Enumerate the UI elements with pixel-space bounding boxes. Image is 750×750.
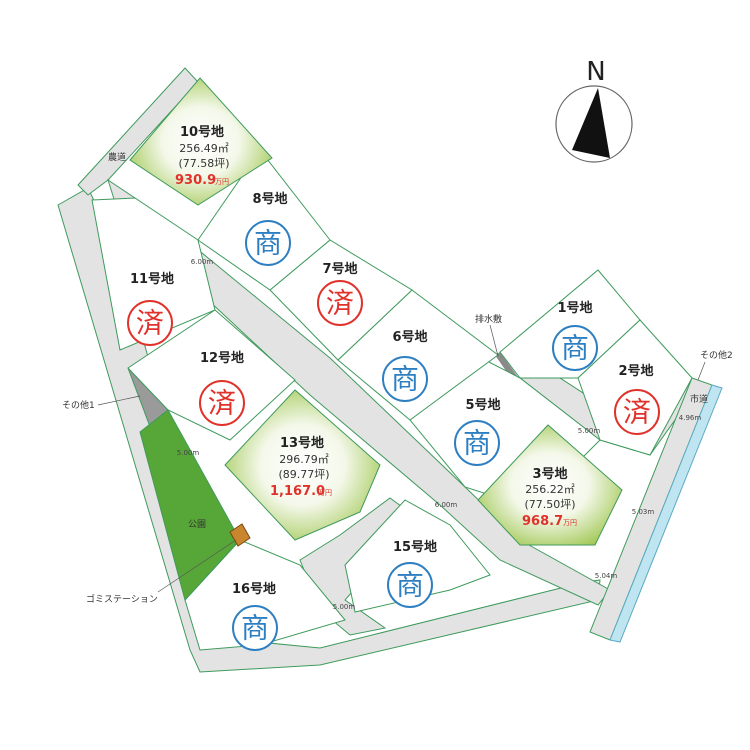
compass-north-label: N [586, 57, 605, 87]
compass: N [555, 57, 633, 163]
lot-5-name: 5号地 [465, 397, 500, 413]
garbage-leader-line [157, 539, 237, 593]
north-arrow-icon [572, 88, 610, 158]
park-label: 公園 [188, 519, 206, 530]
lot-3-name: 3号地 [532, 466, 567, 482]
lot-1-badge-ring [552, 325, 598, 371]
lot-11-name: 11号地 [130, 271, 174, 287]
lot-6-status: 商 [391, 363, 419, 396]
lot-7-name: 7号地 [322, 261, 357, 277]
lot-16-badge-ring [232, 605, 278, 651]
lot-8-name: 8号地 [252, 191, 287, 207]
road-width-label: 5.00m [578, 427, 601, 435]
lot-1-status-badge: 商 [552, 325, 598, 371]
lot-1-name: 1号地 [557, 300, 592, 316]
lot-11[interactable] [91, 197, 216, 351]
lot-8-status-badge: 商 [245, 220, 291, 266]
road-width-label: 5.00m [333, 603, 356, 611]
road-width-label: 4.96m [679, 414, 702, 422]
lot-10-area: 256.49㎡ [179, 142, 229, 155]
lot-2-status: 済 [623, 396, 651, 429]
lot-7-status: 済 [326, 287, 354, 320]
lot-10-name: 10号地 [180, 124, 224, 140]
lot-13-tsubo: (89.77坪) [278, 468, 329, 481]
lot-10[interactable] [129, 77, 273, 206]
lot-2-badge-ring [614, 389, 660, 435]
garbage-station-label: ゴミステーション [86, 593, 158, 605]
road-width-label: 5.00m [177, 449, 200, 457]
farm-road-label: 農道 [108, 151, 126, 163]
lot-16-name: 16号地 [232, 581, 276, 597]
other-1-leader-line [97, 395, 141, 406]
lot-15-name: 15号地 [393, 539, 437, 555]
lot-12[interactable] [127, 309, 296, 441]
lot-15-status: 商 [396, 569, 424, 602]
lot-16-status-badge: 商 [232, 605, 278, 651]
lot-2[interactable] [577, 319, 693, 456]
other-1-label: その他1 [62, 399, 95, 411]
lot-16-status: 商 [241, 612, 269, 645]
lot-2-name: 2号地 [618, 363, 653, 379]
lot-15[interactable] [344, 499, 491, 613]
lot-3[interactable] [477, 424, 623, 546]
lot-6-status-badge: 商 [382, 356, 428, 402]
lot-5-status-badge: 商 [454, 420, 500, 466]
lot-8-status: 商 [254, 227, 282, 260]
lot-12-badge-ring [199, 380, 245, 426]
lot-15-badge-ring [387, 562, 433, 608]
lot-13-name: 13号地 [280, 435, 324, 451]
lot-11-status: 済 [136, 307, 164, 340]
road-width-label: 5.04m [595, 572, 618, 580]
lot-3-price: 968.7 [522, 514, 563, 529]
waterway [609, 384, 723, 643]
lot-3-tsubo: (77.50坪) [524, 498, 575, 511]
lot-1-status: 商 [561, 332, 589, 365]
other-2-leader-line [697, 361, 706, 381]
lot-13-price-unit: 万円 [318, 489, 332, 497]
road-width-label: 6.00m [435, 501, 458, 509]
lot-11-status-badge: 済 [127, 300, 173, 346]
road-width-label: 5.03m [632, 508, 655, 516]
lot-12-status-badge: 済 [199, 380, 245, 426]
lot-6-badge-ring [382, 356, 428, 402]
lot-10-tsubo: (77.58坪) [178, 157, 229, 170]
lot-10-price: 930.9 [175, 173, 216, 188]
lot-7-status-badge: 済 [317, 280, 363, 326]
lot-13[interactable] [224, 389, 381, 541]
lot-3-area: 256.22㎡ [525, 483, 575, 496]
lot-5-status: 商 [463, 427, 491, 460]
city-road-label: 市道 [690, 393, 708, 405]
lot-11-badge-ring [127, 300, 173, 346]
lot-15-status-badge: 商 [387, 562, 433, 608]
lot-10-price-unit: 万円 [215, 178, 229, 186]
lot-13-area: 296.79㎡ [279, 453, 329, 466]
lot-7-badge-ring [317, 280, 363, 326]
lot-6-name: 6号地 [392, 329, 427, 345]
drain-label: 排水敷 [475, 313, 502, 325]
lot-3-price-unit: 万円 [563, 519, 577, 527]
other-2-label: その他2 [700, 349, 733, 361]
lot-8-badge-ring [245, 220, 291, 266]
road-width-label: 6.00m [191, 258, 214, 266]
lot-5-badge-ring [454, 420, 500, 466]
drain-leader-line [489, 324, 499, 357]
farm-road [77, 67, 199, 196]
lot-12-name: 12号地 [200, 350, 244, 366]
lot-2-status-badge: 済 [614, 389, 660, 435]
lot-13-price: 1,167.0 [270, 484, 325, 499]
lot-8[interactable] [197, 149, 331, 291]
lot-12-status: 済 [208, 387, 236, 420]
